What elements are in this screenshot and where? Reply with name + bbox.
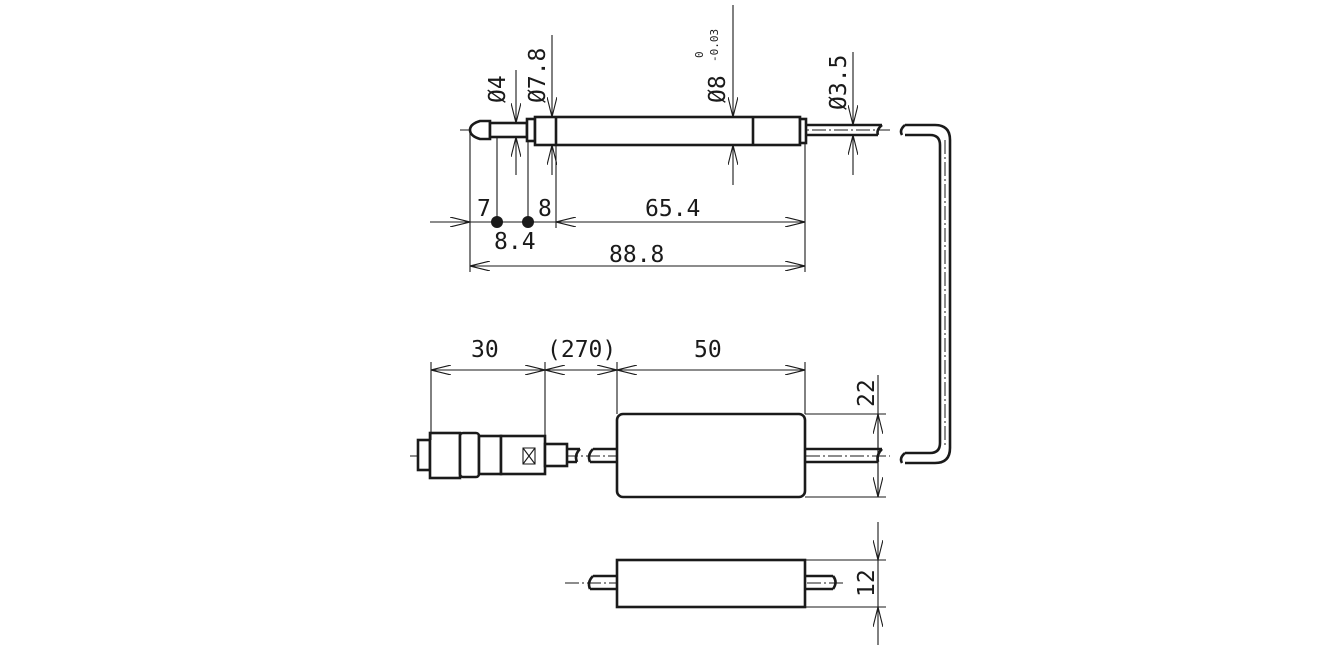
connector-nut (428, 431, 462, 480)
unit-front-view: 30 (270) 50 22 (410, 337, 890, 499)
dim-length-65-4: 65.4 (645, 196, 700, 222)
probe-tip (468, 119, 492, 141)
dim-dia-8-tol-upper: 0 (693, 51, 706, 58)
dim-length-8-4: 8.4 (494, 229, 536, 255)
probe-view: Ø4 Ø7.8 Ø8 0 -0.03 Ø3.5 7 8 65.4 8.4 88.… (430, 5, 952, 465)
dim-dia-7-8: Ø7.8 (525, 48, 551, 103)
dim-length-88-8: 88.8 (609, 242, 664, 268)
dim-box-length-50: 50 (694, 337, 722, 363)
probe-cable (806, 123, 883, 137)
probe-stem (488, 121, 529, 139)
dim-connector-length-30: 30 (471, 337, 499, 363)
cable-loop (899, 123, 952, 465)
dim-dia-4: Ø4 (485, 75, 511, 103)
dim-length-7: 7 (477, 196, 491, 222)
amplifier-box-side (615, 558, 807, 609)
connector-pin (416, 438, 432, 472)
dim-cable-length-270: (270) (547, 337, 616, 363)
dim-dia-8-tol-lower: -0.03 (708, 29, 721, 62)
dim-dia-8: Ø8 (705, 75, 731, 103)
dim-dia-3-5: Ø3.5 (826, 55, 852, 110)
unit-side-view: 12 (565, 522, 886, 645)
dim-box-height-22: 22 (854, 379, 880, 407)
dim-length-8: 8 (538, 196, 552, 222)
amplifier-box (615, 412, 807, 499)
probe-body (533, 115, 802, 147)
dim-box-thickness-12: 12 (854, 569, 880, 597)
